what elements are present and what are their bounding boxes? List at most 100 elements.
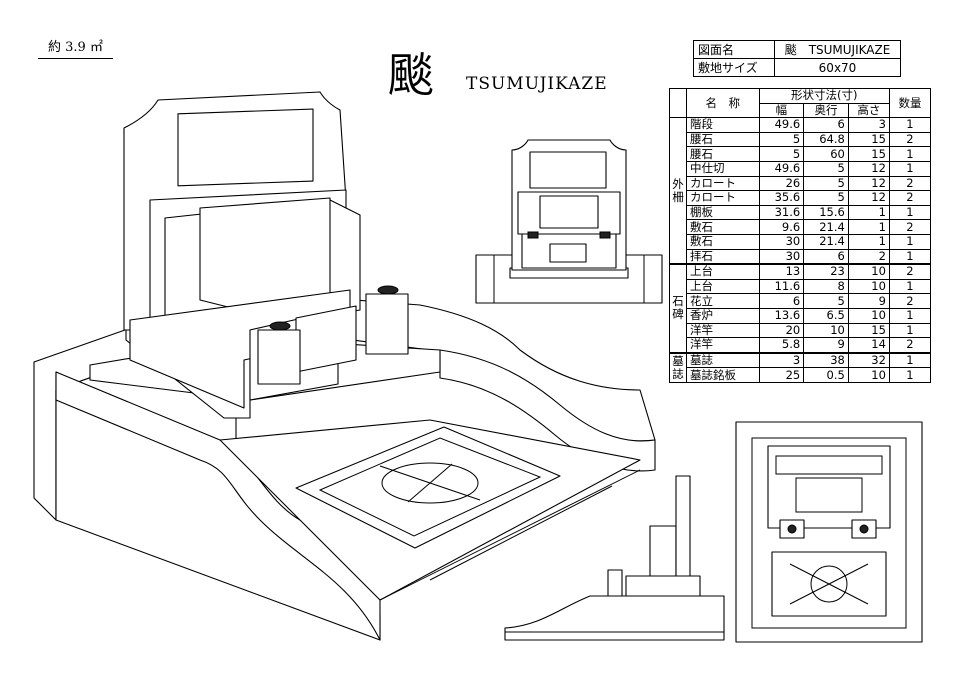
plan-paving-cross-2 — [789, 563, 869, 605]
spec-height: 1 — [847, 204, 890, 221]
spec-height: 12 — [847, 175, 890, 192]
plan-paving-circle — [810, 565, 848, 603]
spec-height: 10 — [847, 367, 890, 383]
info-key: 図面名 — [693, 40, 775, 59]
spec-header-width: 幅 — [758, 102, 805, 119]
paving-cross-2 — [407, 463, 453, 503]
paving-circle — [381, 462, 479, 504]
spec-qty: 1 — [888, 204, 932, 221]
incense-box — [295, 305, 357, 373]
spec-height: 10 — [847, 263, 890, 280]
spec-height: 15 — [847, 322, 890, 339]
spec-depth: 21.4 — [803, 233, 849, 250]
spec-name: カロート — [686, 190, 760, 206]
spec-qty: 1 — [888, 248, 932, 265]
spec-height: 9 — [847, 293, 890, 309]
spec-name: 拝石 — [686, 248, 760, 265]
plan-view — [735, 421, 923, 643]
spec-name: 香炉 — [686, 307, 760, 324]
spec-name: 腰石 — [686, 131, 760, 148]
plan-middle — [795, 477, 863, 513]
side-vase — [607, 569, 623, 597]
spec-qty: 2 — [888, 337, 932, 354]
spec-group-label: 外柵 — [669, 117, 687, 265]
plan-monument — [767, 445, 891, 529]
fence-front-curve — [55, 371, 381, 641]
spec-name: 敷石 — [686, 219, 760, 235]
spec-qty: 1 — [888, 160, 932, 177]
spec-qty: 2 — [888, 190, 932, 206]
spec-qty: 2 — [888, 293, 932, 309]
spec-header-depth: 奥行 — [803, 102, 849, 119]
spec-group-label: 石碑 — [669, 263, 687, 354]
area-label: 約 3.9 ㎡ — [38, 36, 113, 59]
spec-width: 9.6 — [758, 219, 805, 235]
spec-name: 墓誌銘板 — [686, 367, 760, 383]
plan-vase-right-hole — [859, 524, 869, 534]
spec-height: 15 — [847, 131, 890, 148]
spec-width: 11.6 — [758, 278, 805, 295]
spec-height: 14 — [847, 337, 890, 354]
paving-stone — [295, 426, 561, 549]
spec-qty: 1 — [888, 146, 932, 162]
vase-right-cup — [377, 285, 399, 295]
info-row: 図面名 颷 TSUMUJIKAZE — [693, 40, 901, 59]
spec-width: 20 — [758, 322, 805, 339]
spec-depth: 6 — [803, 248, 849, 265]
spec-height: 12 — [847, 190, 890, 206]
plan-inner — [751, 437, 907, 629]
spec-name: 腰石 — [686, 146, 760, 162]
spec-qty: 2 — [888, 131, 932, 148]
spec-qty: 2 — [888, 175, 932, 192]
spec-name: 墓誌 — [686, 351, 760, 369]
monument-middle-face — [199, 197, 331, 311]
monument-plaque — [177, 108, 314, 187]
spec-depth: 23 — [803, 263, 849, 280]
side-elevation-view — [504, 475, 725, 641]
spec-depth: 6.5 — [803, 307, 849, 324]
spec-depth: 21.4 — [803, 219, 849, 235]
side-monument — [649, 525, 677, 581]
spec-width: 35.6 — [758, 190, 805, 206]
spec-depth: 6 — [803, 117, 849, 133]
spec-depth: 9 — [803, 337, 849, 354]
spec-width: 30 — [758, 248, 805, 265]
front-vase-right — [599, 231, 611, 239]
paving-inner — [318, 437, 542, 537]
front-plaque — [529, 151, 607, 189]
spec-depth: 64.8 — [803, 131, 849, 148]
spec-width: 13 — [758, 263, 805, 280]
info-value: 60x70 — [774, 58, 901, 77]
spec-height: 1 — [847, 233, 890, 250]
vase-left-cup — [269, 321, 291, 331]
info-key: 敷地サイズ — [693, 58, 775, 77]
spec-header-dims: 形状寸法(寸) — [758, 88, 890, 104]
spec-height: 2 — [847, 248, 890, 265]
spec-height: 15 — [847, 146, 890, 162]
spec-qty: 1 — [888, 351, 932, 369]
spec-width: 25 — [758, 367, 805, 383]
spec-depth: 60 — [803, 146, 849, 162]
spec-qty: 2 — [888, 263, 932, 280]
side-lower — [625, 575, 701, 597]
spec-header-qty: 数量 — [888, 87, 932, 119]
spec-name: 中仕切 — [686, 160, 760, 177]
spec-width: 3 — [758, 351, 805, 369]
vase-left — [257, 329, 301, 385]
spec-depth: 8 — [803, 278, 849, 295]
info-value: 颷 TSUMUJIKAZE — [774, 40, 901, 59]
spec-qty: 1 — [888, 307, 932, 324]
spec-qty: 2 — [888, 219, 932, 235]
step-inner — [429, 485, 613, 581]
